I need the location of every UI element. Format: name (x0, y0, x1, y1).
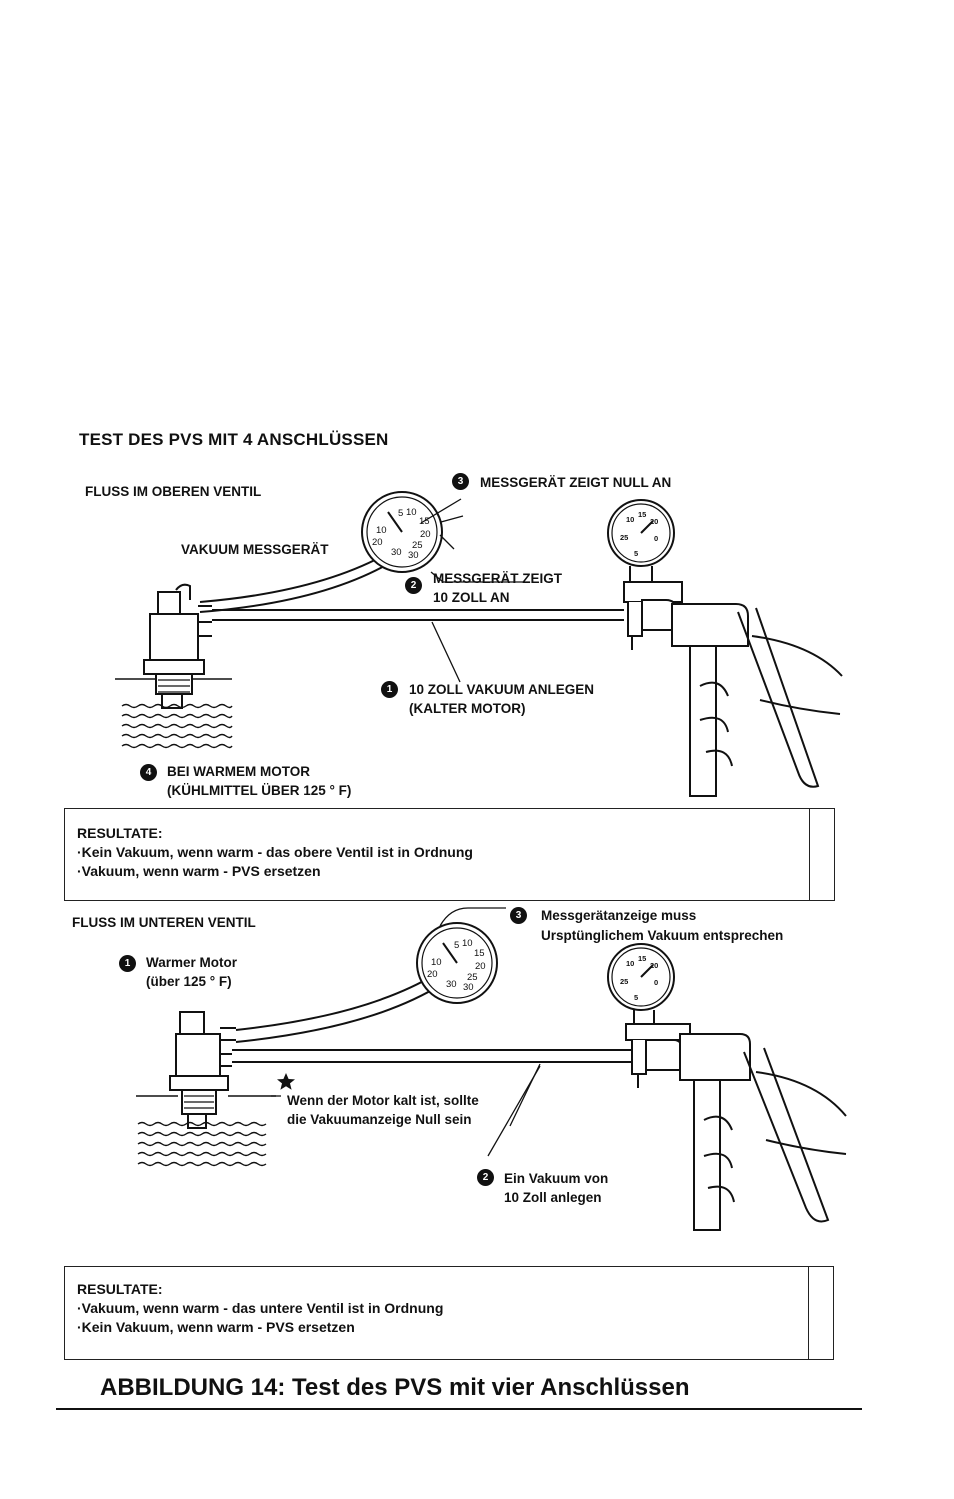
pump-gauge-tick-10-bottom: 10 (626, 959, 634, 968)
gauge-tick-30b-bottom: 30 (463, 982, 474, 993)
gauge-tick-10a-top: 10 (406, 507, 417, 518)
step-3-top-text: MESSGERÄT ZEIGT NULL AN (480, 475, 672, 490)
pvs-valve-bottom (169, 1011, 236, 1129)
step-3-bottom-line2: Ursptünglichem Vakuum entsprechen (541, 928, 784, 943)
results-bottom-title: RESULTATE: (77, 1281, 163, 1297)
results-box-bottom: RESULTATE: ·Vakuum, wenn warm - das unte… (64, 1266, 834, 1360)
gauge-tick-30b-top: 30 (408, 550, 419, 561)
gauge-tick-10b-top: 10 (376, 525, 387, 536)
step-badge-1-top: 1 (381, 681, 398, 698)
pump-gauge-tick-25-bottom: 25 (620, 977, 628, 986)
pump-gauge-tick-15-top: 15 (638, 510, 646, 519)
pump-gauge-tick-20-bottom: 20 (650, 961, 658, 970)
figure-caption: ABBILDUNG 14: Test des PVS mit vier Ansc… (100, 1374, 690, 1401)
hand-pump-top (607, 499, 843, 797)
step-1-bottom-line1: Warmer Motor (146, 955, 238, 970)
star-note-line1: Wenn der Motor kalt ist, sollte (287, 1093, 479, 1108)
gauge-tick-25-top: 25 (412, 540, 423, 551)
step-4-top-line2: (KÜHLMITTEL ÜBER 125 ° F) (167, 783, 352, 798)
step-badge-2-bottom: 2 (477, 1169, 494, 1186)
step-badge-1-bottom: 1 (119, 955, 136, 972)
hose-to-gauge-bottom (235, 973, 443, 1043)
page-heading: TEST DES PVS MIT 4 ANSCHLÜSSEN (79, 430, 389, 449)
results-bottom-line2: ·Kein Vakuum, wenn warm - PVS ersetzen (77, 1319, 355, 1335)
star-note-line2: die Vakuumanzeige Null sein (287, 1112, 472, 1127)
results-top-line2: ·Vakuum, wenn warm - PVS ersetzen (77, 863, 321, 879)
pump-gauge-tick-0-top: 0 (654, 534, 658, 543)
ground-top (115, 678, 233, 749)
hand-pump-bottom (607, 943, 847, 1231)
star-icon (277, 1073, 295, 1090)
caption-rule (56, 1408, 862, 1410)
pump-gauge-tick-5-bottom: 5 (634, 993, 638, 1002)
step-3-bottom-line1: Messgerätanzeige muss (541, 908, 697, 923)
section-label-lower-valve: FLUSS IM UNTEREN VENTIL (72, 915, 256, 930)
gauge-tick-25-bottom: 25 (467, 972, 478, 983)
gauge-tick-5-top: 5 (398, 508, 403, 519)
step-2-top-line1: MESSGERÄT ZEIGT (433, 571, 563, 586)
hose-to-gauge-top (199, 551, 399, 613)
step-badge-3-top: 3 (452, 473, 469, 490)
gauge-tick-10a-bottom: 10 (462, 938, 473, 949)
results-box-bottom-edge (808, 1267, 833, 1359)
results-bottom-line1: ·Vakuum, wenn warm - das untere Ventil i… (77, 1300, 444, 1316)
gauge-tick-10b-bottom: 10 (431, 957, 442, 968)
step-1-bottom-line2: (über 125 ° F) (146, 974, 232, 989)
hose-to-pump-top (212, 609, 624, 621)
step-2-bottom-line2: 10 Zoll anlegen (504, 1190, 602, 1205)
step-badge-3-bottom: 3 (510, 907, 527, 924)
results-top-line1: ·Kein Vakuum, wenn warm - das obere Vent… (77, 844, 473, 860)
results-box-top: RESULTATE: ·Kein Vakuum, wenn warm - das… (64, 808, 835, 901)
step-badge-2-top: 2 (405, 577, 422, 594)
step-1-top-line2: (KALTER MOTOR) (409, 701, 526, 716)
vacuum-gauge-label: VAKUUM MESSGERÄT (181, 542, 329, 557)
gauge-tick-15-top: 15 (419, 516, 430, 527)
gauge-tick-15-bottom: 15 (474, 948, 485, 959)
gauge-tick-20a-bottom: 20 (427, 969, 438, 980)
gauge-tick-20a-top: 20 (372, 537, 383, 548)
gauge-tick-20b-top: 20 (420, 529, 431, 540)
pump-gauge-tick-25-top: 25 (620, 533, 628, 542)
results-box-top-edge (809, 809, 834, 900)
gauge-tick-30a-bottom: 30 (446, 979, 457, 990)
gauge-tick-30a-top: 30 (391, 547, 402, 558)
step-1-top-line1: 10 ZOLL VAKUUM ANLEGEN (409, 682, 595, 697)
step-badge-4-top: 4 (140, 764, 157, 781)
results-top-title: RESULTATE: (77, 825, 163, 841)
pump-gauge-tick-0-bottom: 0 (654, 978, 658, 987)
section-label-upper-valve: FLUSS IM OBEREN VENTIL (85, 484, 262, 499)
hose-to-pump-bottom (232, 1049, 634, 1063)
pump-gauge-tick-20-top: 20 (650, 517, 658, 526)
pvs-valve-top (143, 583, 212, 709)
pump-gauge-tick-5-top: 5 (634, 549, 638, 558)
gauge-tick-5-bottom: 5 (454, 940, 459, 951)
pump-gauge-tick-15-bottom: 15 (638, 954, 646, 963)
ground-bottom (136, 1095, 276, 1167)
step-4-top-line1: BEI WARMEM MOTOR (167, 764, 310, 779)
pump-gauge-tick-10-top: 10 (626, 515, 634, 524)
gauge-tick-20b-bottom: 20 (475, 961, 486, 972)
step-2-top-line2: 10 ZOLL AN (433, 590, 510, 605)
step-2-bottom-line1: Ein Vakuum von (504, 1171, 609, 1186)
